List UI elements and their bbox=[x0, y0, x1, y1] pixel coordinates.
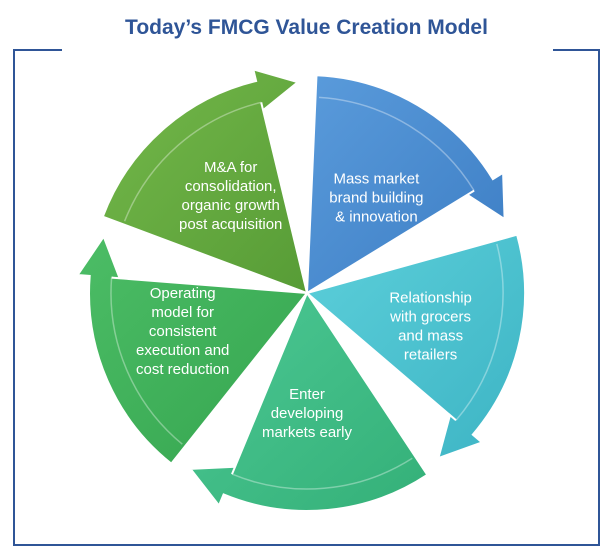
segment-brand bbox=[305, 74, 506, 295]
segment-label-line: model for bbox=[151, 304, 214, 321]
segment-label-line: post acquisition bbox=[179, 216, 282, 233]
segment-relationship bbox=[304, 233, 527, 460]
segment-operating bbox=[75, 234, 309, 466]
segment-label-developing: Enter developing markets early bbox=[262, 386, 353, 441]
segment-ma bbox=[101, 67, 309, 295]
segment-label-operating: Operating model for consistent execution an… bbox=[136, 285, 229, 378]
segment-label-line: retailers bbox=[404, 347, 457, 364]
segment-label-line: markets early bbox=[262, 424, 353, 441]
segment-label-line: Operating bbox=[150, 285, 216, 302]
frame-border bbox=[13, 49, 600, 546]
segment-label-line: with grocers bbox=[389, 309, 471, 326]
segment-band-ma bbox=[123, 101, 262, 222]
page-title: Today’s FMCG Value Creation Model bbox=[125, 16, 488, 39]
segment-label-line: consolidation, bbox=[185, 178, 277, 195]
segment-label-line: organic growth bbox=[182, 197, 280, 214]
segment-label-line: execution and bbox=[136, 342, 229, 359]
segment-label-line: M&A for bbox=[204, 159, 257, 176]
segment-label-line: & innovation bbox=[335, 209, 418, 226]
segment-label-brand: Mass market brand building & innovation bbox=[329, 171, 423, 226]
segment-label-line: developing bbox=[271, 405, 344, 422]
segment-label-line: consistent bbox=[149, 323, 217, 340]
segment-band-operating bbox=[110, 277, 183, 445]
segment-band-brand bbox=[318, 96, 475, 191]
segment-band-developing bbox=[231, 457, 413, 490]
segment-label-line: brand building bbox=[329, 190, 423, 207]
segment-label-relationship: Relationship with grocers and mass retailer… bbox=[389, 290, 472, 364]
segment-developing bbox=[188, 290, 429, 512]
segment-label-line: Relationship bbox=[389, 290, 472, 307]
segment-label-ma: M&A for consolidation, organic growth post … bbox=[179, 159, 282, 233]
segment-label-line: Enter bbox=[289, 386, 325, 403]
segment-label-line: and mass bbox=[398, 328, 463, 345]
segment-label-line: cost reduction bbox=[136, 361, 229, 378]
segment-band-relationship bbox=[455, 243, 504, 421]
segment-label-line: Mass market bbox=[333, 171, 420, 188]
